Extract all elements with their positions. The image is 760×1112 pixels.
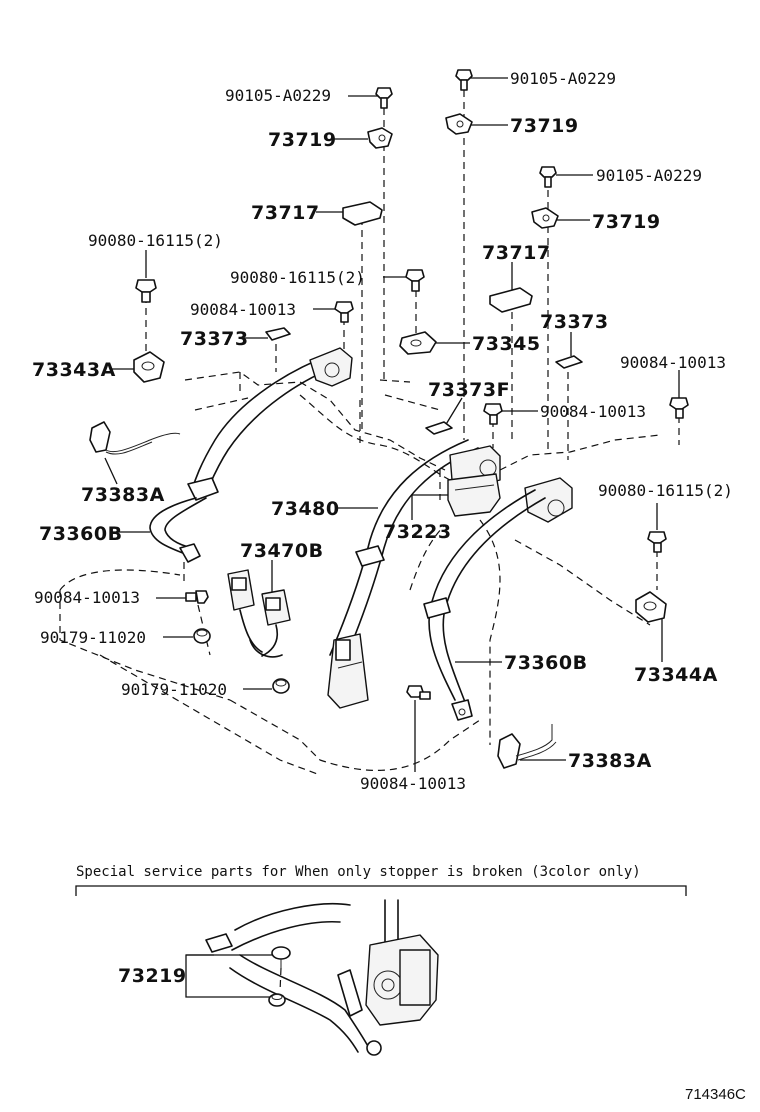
sensor-73383a-right (497, 724, 557, 769)
bolt-90105-top (455, 69, 473, 91)
cover-73345 (399, 331, 437, 355)
label-73383a-right: 73383A (568, 750, 652, 772)
label-73219: 73219 (118, 965, 187, 987)
label-73373-right: 73373 (540, 311, 609, 333)
label-73470b: 73470B (240, 540, 324, 562)
label-90080-16115-center: 90080-16115(2) (230, 268, 365, 287)
callout-labels: 90105-A0229 73719 90105-A0229 73719 9010… (32, 69, 733, 793)
bracket-73719-left (367, 127, 393, 149)
label-73383a-left: 73383A (81, 484, 165, 506)
figure-id: 714346C (685, 1086, 746, 1103)
bolt-90084-mid (483, 403, 503, 425)
label-90084-10013-lower-left: 90084-10013 (34, 588, 140, 607)
label-90179-11020-upper: 90179-11020 (40, 628, 146, 647)
label-90080-16115-left: 90080-16115(2) (88, 231, 223, 250)
cover-73344a (635, 591, 667, 623)
stopper-nut (268, 993, 286, 1007)
label-73717-right: 73717 (482, 242, 551, 264)
belt-73360b-right (423, 477, 573, 721)
plate-73373f (425, 421, 453, 435)
bolt-90084-lower-left (185, 590, 209, 604)
bolt-90080-far-right (647, 531, 667, 553)
label-73719-right: 73719 (592, 211, 661, 233)
bolt-90084-upper (334, 301, 354, 323)
label-73719-left: 73719 (268, 129, 337, 151)
bolt-90080-left (135, 279, 157, 303)
label-90084-10013-mid: 90084-10013 (540, 402, 646, 421)
label-90080-16115-far-right: 90080-16115(2) (598, 481, 733, 500)
retractor-73223 (447, 445, 501, 517)
belt-73480 (329, 439, 479, 661)
label-90105-a0229-right: 90105-A0229 (596, 166, 702, 185)
label-90105-a0229-top: 90105-A0229 (510, 69, 616, 88)
label-73717-left: 73717 (251, 202, 320, 224)
bracket-73719-top (445, 113, 473, 135)
bolt-90080-center (405, 269, 425, 292)
plate-73373-left (265, 327, 291, 341)
label-73360b-right: 73360B (504, 652, 588, 674)
buckle-73470b (227, 569, 291, 658)
label-90084-10013-upper: 90084-10013 (190, 300, 296, 319)
label-73343a: 73343A (32, 359, 116, 381)
label-73719-top: 73719 (510, 115, 579, 137)
seat-outline (59, 371, 661, 776)
bracket-73719-right (531, 207, 559, 229)
special-parts-inset: Special service parts for When only stop… (75, 864, 687, 1056)
sensor-73383a-left (89, 421, 181, 455)
label-90084-10013-bottom: 90084-10013 (360, 774, 466, 793)
stopper-button (271, 946, 291, 968)
label-73373f: 73373F (428, 379, 510, 401)
bolt-90084-far-right (669, 397, 689, 419)
label-73223: 73223 (383, 521, 452, 543)
buckle-73480 (327, 633, 369, 709)
belt-73360b-left (149, 347, 353, 563)
cover-73717-right (489, 287, 533, 313)
bolt-90105-right (539, 166, 557, 188)
cover-73717-left (342, 201, 383, 226)
plate-73373-right (555, 355, 583, 369)
nut-90179-upper (193, 628, 211, 644)
label-90179-11020-lower: 90179-11020 (121, 680, 227, 699)
inset-bracket-line (75, 885, 687, 896)
label-73344a: 73344A (634, 664, 718, 686)
label-73345: 73345 (472, 333, 541, 355)
nut-90179-lower (272, 678, 290, 694)
label-73360b-left: 73360B (39, 523, 123, 545)
label-90105-a0229-left: 90105-A0229 (225, 86, 331, 105)
bolt-90084-bottom (406, 685, 431, 700)
label-90084-10013-far-right: 90084-10013 (620, 353, 726, 372)
label-73480: 73480 (271, 498, 340, 520)
special-parts-note: Special service parts for When only stop… (76, 864, 641, 880)
label-73373-left: 73373 (180, 328, 249, 350)
bolt-90105-left (375, 87, 393, 109)
cover-73343a (133, 351, 165, 383)
leader-lines (104, 77, 680, 772)
